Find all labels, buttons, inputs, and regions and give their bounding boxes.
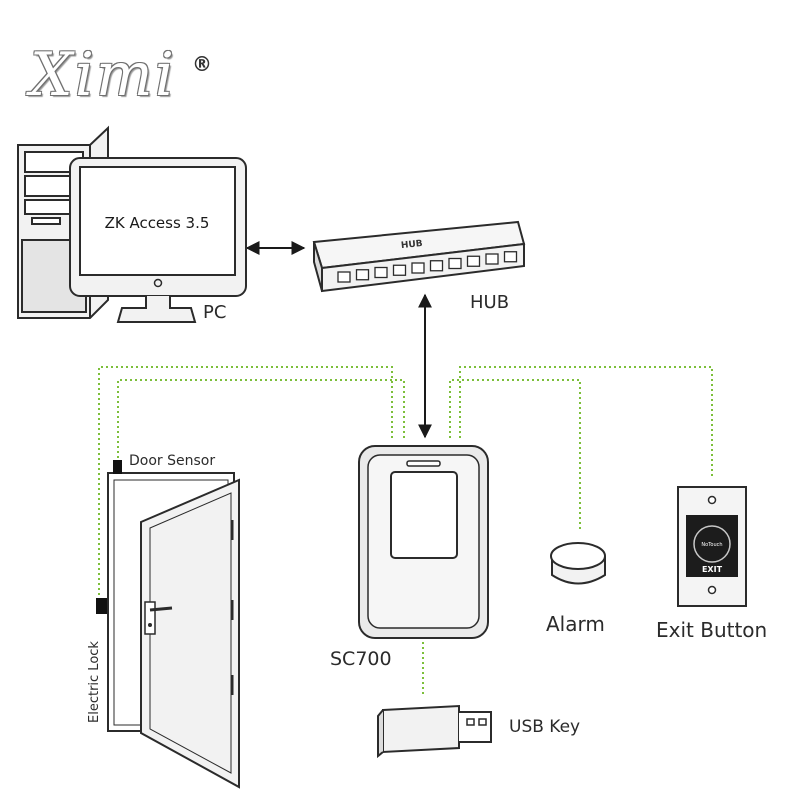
registered-mark: ® [192, 52, 212, 76]
exit-button-text: EXIT [702, 565, 723, 574]
hub-port [374, 266, 388, 279]
wire-exit-button [459, 366, 713, 476]
usb-plug [459, 711, 492, 743]
hub-port [429, 260, 444, 272]
controller-display [390, 471, 458, 559]
ximi-logo: Ximi [30, 40, 176, 110]
controller-label: SC700 [330, 648, 392, 670]
pc-monitor [69, 157, 247, 323]
electric-lock-label: Electric Lock [87, 641, 102, 723]
hub-port [485, 253, 499, 265]
pc-label: PC [203, 302, 227, 323]
hub-port [466, 255, 481, 267]
door-sensor-marker [113, 460, 122, 474]
hub-port [503, 251, 518, 263]
touch-sensor [693, 525, 731, 563]
hub-port [448, 257, 462, 270]
hub-port [392, 264, 407, 276]
door-handle [149, 606, 173, 612]
sc700-controller [358, 445, 489, 639]
exit-button-device [677, 486, 747, 607]
exit-sensor-text: NoTouch [701, 542, 722, 548]
hub-device-text: HUB [400, 239, 423, 251]
hub-port [355, 269, 370, 281]
usb-key-label: USB Key [509, 717, 581, 737]
hub-ports [337, 251, 518, 283]
pc-screen-text: ZK Access 3.5 [105, 214, 210, 232]
alarm-device [550, 542, 606, 585]
wire-electric-lock [98, 366, 393, 602]
hub-port [337, 271, 351, 283]
door [107, 472, 240, 789]
electric-lock-marker [96, 598, 107, 614]
hub-port [411, 262, 425, 274]
door-leaf [140, 478, 240, 789]
wire-door-sensor [117, 379, 405, 465]
alarm-label: Alarm [546, 612, 605, 636]
door-handle-plate [144, 601, 156, 635]
wiring-lines [98, 366, 713, 696]
monitor-stand [116, 296, 197, 323]
controller-led [406, 460, 441, 467]
exit-button-label: Exit Button [656, 618, 768, 642]
hub-label: HUB [470, 292, 510, 313]
door-sensor-label: Door Sensor [129, 453, 216, 469]
power-button-icon [153, 278, 163, 288]
usb-key-device [377, 704, 492, 759]
